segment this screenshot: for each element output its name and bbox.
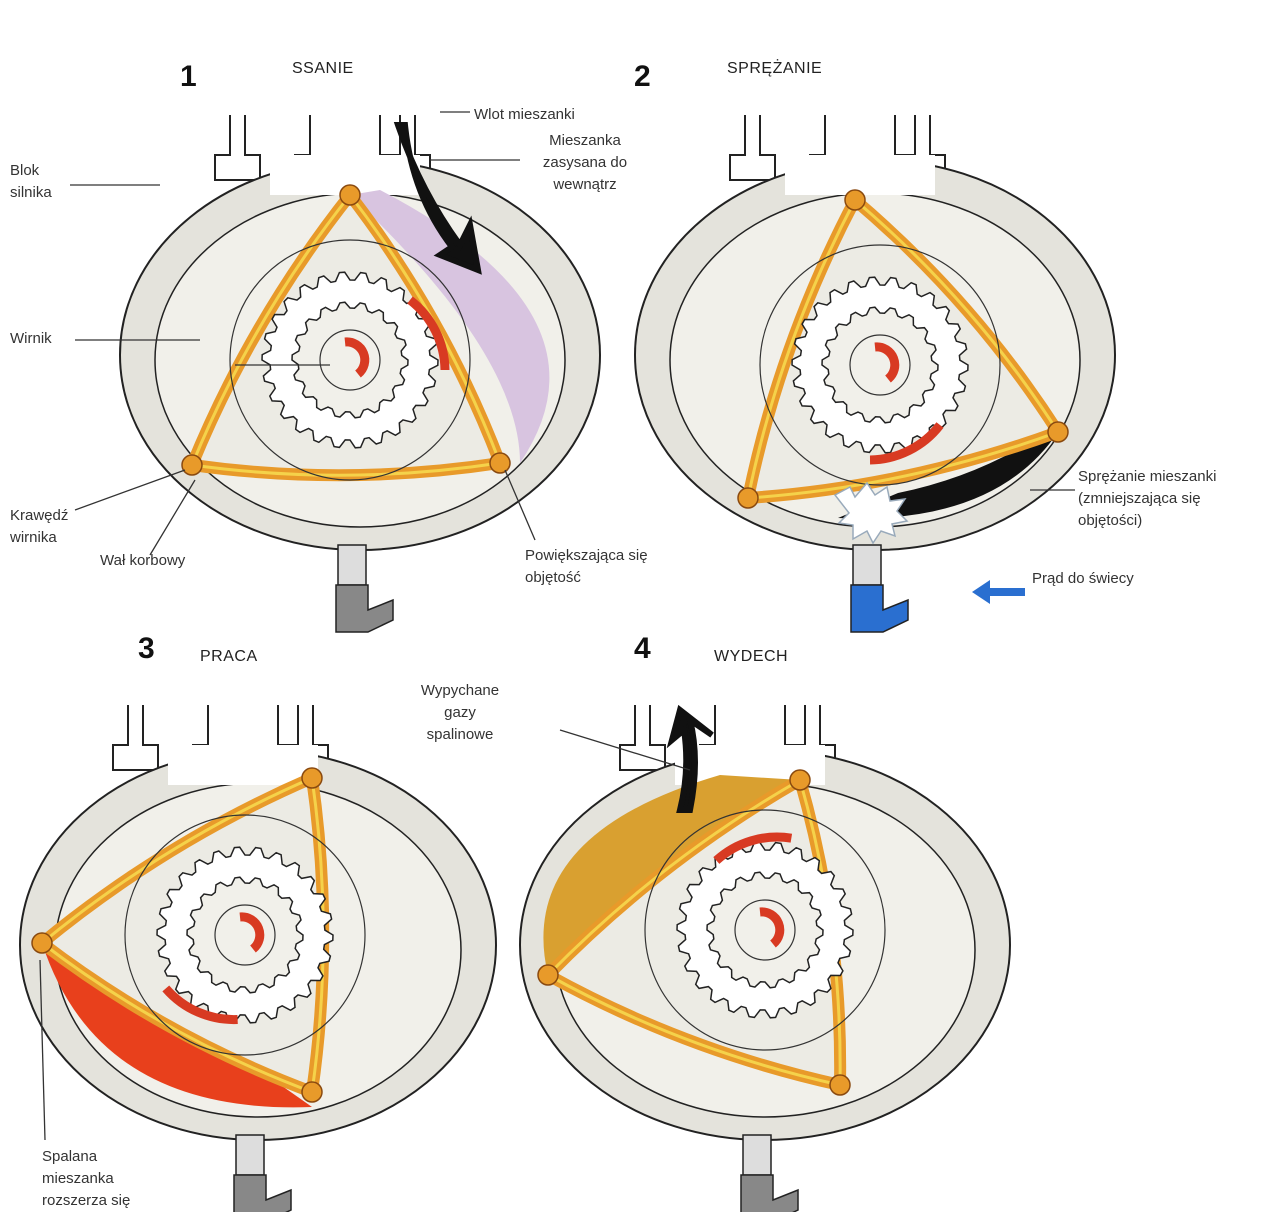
rotor-apex-seal: [489, 452, 511, 474]
spark-plug-connector: [335, 584, 394, 633]
spark-plug: [742, 1134, 772, 1176]
rotor-bearing-circle: [124, 814, 366, 1056]
label-exhaust-gases: Wypychane gazy spalinowe: [420, 682, 500, 743]
crankshaft-circle: [214, 904, 276, 966]
leader-line: [39, 959, 46, 1141]
crankshaft-gear: [186, 876, 304, 994]
engine-panel-2: [634, 115, 1116, 633]
crankshaft-gear: [706, 871, 824, 989]
rotor-rotation-arrow: [407, 296, 450, 371]
crankshaft-circle: [734, 899, 796, 961]
panel-1-title: SSANIE: [292, 60, 354, 77]
rotor-bearing-circle: [644, 809, 886, 1051]
rotor-apex-seal: [31, 932, 53, 954]
label-increasing-volume: Powiększająca się objętość: [525, 547, 648, 586]
housing-gap: [168, 745, 318, 785]
compressed-mixture-region: [838, 427, 1058, 519]
crankshaft-rotation-arrow: [344, 337, 370, 378]
rotor-apex-seal: [339, 184, 361, 206]
spark-plug-connector: [740, 1174, 799, 1212]
leader-line: [74, 469, 186, 511]
panel-3-number: 3: [138, 632, 155, 665]
rotor-apex-seal: [181, 454, 203, 476]
rotor-apex-seal: [1047, 421, 1069, 443]
label-crankshaft: Wał korbowy: [100, 552, 186, 569]
label-mixture-inlet: Wlot mieszanki: [474, 106, 575, 123]
port: [619, 705, 666, 771]
panel-1-number: 1: [180, 60, 197, 93]
label-rotor: Wirnik: [10, 330, 52, 347]
spark-plug: [852, 544, 882, 586]
rotor-apex-seal: [537, 964, 559, 986]
exhaust-arrow: [666, 704, 714, 813]
housing-gap: [785, 155, 935, 195]
spark-plug: [337, 544, 367, 586]
label-spark-current: Prąd do świecy: [1032, 570, 1134, 587]
crankshaft-rotation-arrow: [759, 907, 785, 948]
rotor-apex-seal: [829, 1074, 851, 1096]
label-rotor-edge: Krawędź wirnika: [10, 507, 69, 546]
exhaust-region: [543, 775, 800, 975]
rotor-apex-seal: [789, 769, 811, 791]
rotor-apex-seal: [301, 1081, 323, 1103]
port: [214, 115, 261, 181]
leader-line: [149, 479, 196, 556]
spark-icon: [833, 481, 909, 545]
spark-plug: [235, 1134, 265, 1176]
crankshaft-rotation-arrow: [239, 912, 265, 953]
leader-line: [504, 469, 536, 541]
spark-plug-connector: [233, 1174, 292, 1212]
current-arrow-icon: [972, 580, 1025, 604]
spark-plug-connector: [850, 584, 909, 633]
engine-panel-4: [519, 705, 1011, 1212]
intake-arrow: [393, 122, 482, 275]
crankshaft-rotation-arrow: [874, 342, 900, 383]
label-compression: Sprężanie mieszanki (zmniejszająca się o…: [1078, 468, 1217, 529]
rotor-rotation-arrow: [162, 985, 238, 1025]
rotor-inner-edge: [746, 197, 1061, 500]
label-burning-mixture: Spalana mieszanka rozszerza się: [42, 1148, 131, 1209]
panel-2-number: 2: [634, 60, 651, 93]
port: [729, 115, 776, 181]
rotor-apex-seal: [301, 767, 323, 789]
panel-4-number: 4: [634, 632, 651, 665]
crankshaft-gear: [291, 301, 409, 419]
rotor-bearing-circle: [229, 239, 471, 481]
rotor-apex-seal: [737, 487, 759, 509]
panel-2-title: SPRĘŻANIE: [727, 60, 823, 77]
engine-panel-3: [19, 705, 497, 1212]
rotor-bearing-circle: [759, 244, 1001, 486]
crankshaft-circle: [849, 334, 911, 396]
leader-line: [559, 729, 691, 771]
panel-4-title: WYDECH: [714, 648, 789, 665]
rotor-rotation-arrow: [713, 832, 793, 864]
rotor-apex-seal: [844, 189, 866, 211]
crankshaft-circle: [319, 329, 381, 391]
rotor-rotation-arrow: [869, 422, 944, 465]
label-engine-block: Blok silnika: [10, 162, 52, 201]
engine-panel-1: [119, 115, 601, 633]
port: [112, 705, 159, 771]
crankshaft-gear: [821, 306, 939, 424]
panel-3-title: PRACA: [200, 648, 258, 665]
label-mixture-drawn-in: Mieszanka zasysana do wewnątrz: [542, 132, 628, 193]
